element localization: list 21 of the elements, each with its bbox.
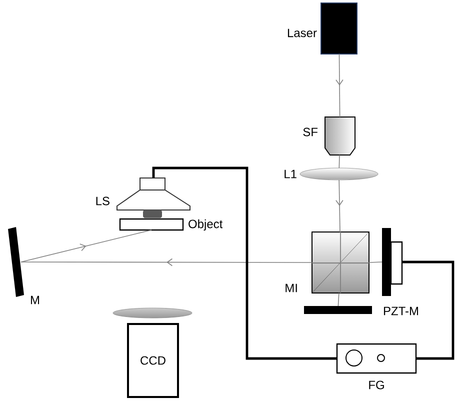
- lens: [112, 308, 192, 318]
- cable: [402, 260, 454, 360]
- light-beam: [20, 258, 312, 266]
- component-label: Laser: [288, 28, 317, 38]
- component-label: SF: [303, 128, 318, 136]
- light-beam: [336, 54, 344, 118]
- light-beam: [338, 292, 340, 306]
- component-label: FG: [369, 380, 384, 390]
- component-label: Object: [188, 219, 223, 231]
- light-beam: [368, 262, 382, 263]
- component-label: LS: [96, 196, 110, 206]
- light-beam: [338, 154, 340, 168]
- component-label: L1: [284, 170, 296, 178]
- light-beam: [20, 230, 152, 262]
- component-label: CCD: [140, 356, 166, 365]
- cable: [152, 166, 337, 360]
- light-beam: [336, 180, 344, 232]
- component-label: PZT-M: [384, 306, 418, 316]
- component-label: M: [31, 296, 39, 304]
- mirror: [304, 306, 372, 314]
- component-label: MI: [286, 284, 297, 292]
